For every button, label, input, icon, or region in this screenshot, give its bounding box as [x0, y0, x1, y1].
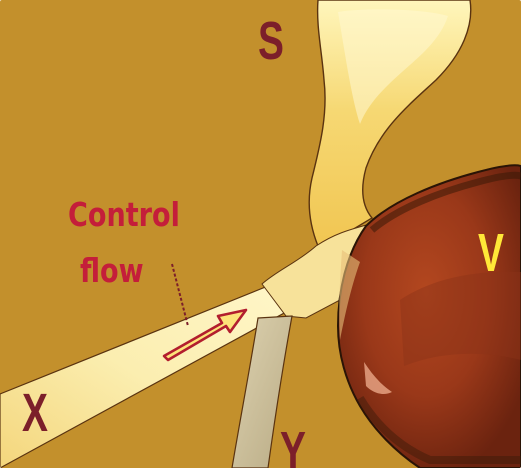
supply-port-label: S: [258, 14, 284, 68]
control-flow-annotation-line1: Control: [68, 198, 180, 231]
control-flow-annotation-line2: flow: [80, 254, 144, 287]
output-port-label: Y: [280, 424, 306, 468]
control-port-label: X: [22, 386, 48, 440]
vortex-chamber-label: V: [478, 226, 504, 280]
